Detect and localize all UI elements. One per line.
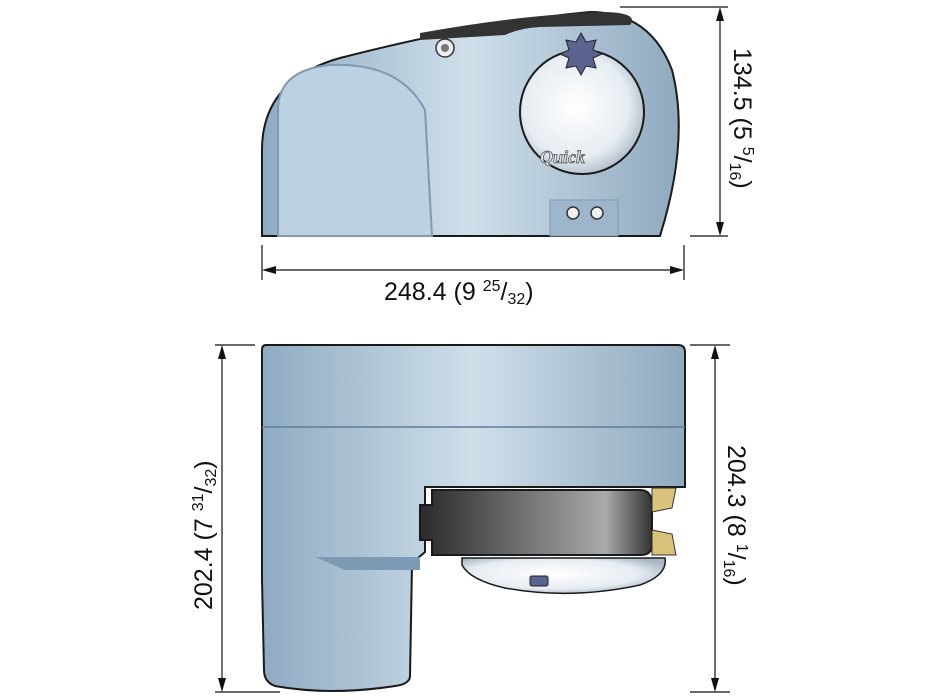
base-plate [549,199,619,237]
left-height-dimension-label: 202.4 (7 31/32) [190,460,220,610]
gold-jaw-upper [651,487,677,513]
bolt-center [441,44,449,52]
top-view: Quick [261,10,680,237]
bolt-icon [566,206,580,220]
width-dimension-label: 248.4 (9 25/32) [384,278,534,308]
side-panel [277,63,434,237]
under-shadow [315,557,420,570]
arrowheads [262,7,724,274]
gold-jaw-lower [651,529,677,556]
quick-logo: Quick [540,147,585,167]
top-cover-strip [420,12,632,40]
side-view [261,344,686,692]
right-height-dimension-label: 204.3 (8 1/16) [720,445,750,586]
top-dimension-lines [261,6,728,280]
gypsy [419,489,653,556]
star-shaft-icon [558,31,604,77]
drum-bottom [461,557,667,595]
top-height-dimension-label: 134.5 (5 5/16) [726,48,756,189]
side-housing [261,344,686,692]
bolt-icon [590,206,604,220]
side-arrowheads [218,345,719,692]
side-dimension-lines [215,344,730,693]
star-shaft-side-icon [529,575,549,587]
